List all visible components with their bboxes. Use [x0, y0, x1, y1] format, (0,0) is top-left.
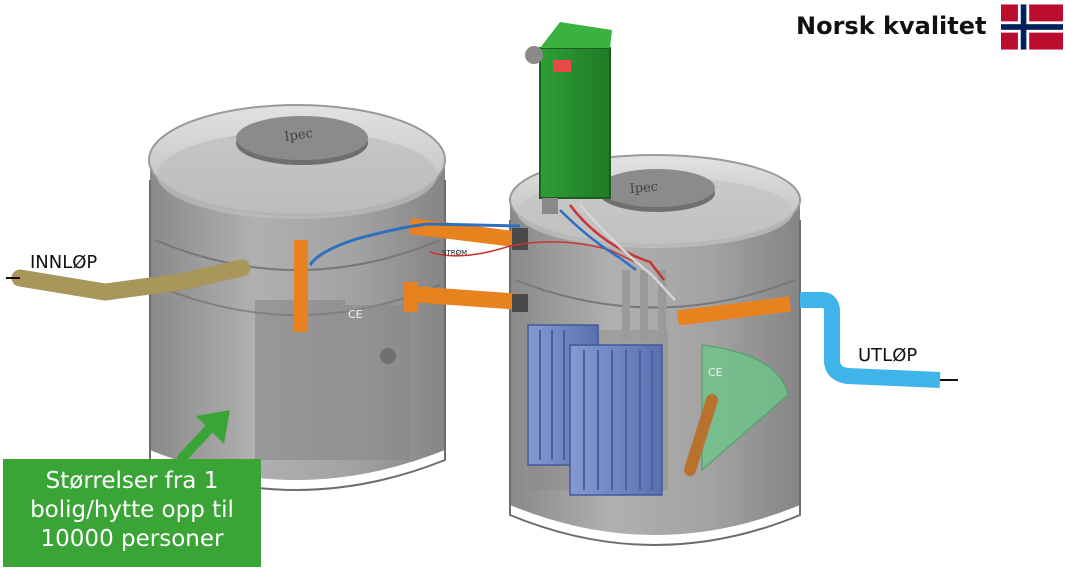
transfer-pipes: [404, 218, 791, 326]
settling-cone: [701, 344, 789, 472]
quality-label: Norsk kvalitet: [796, 12, 987, 40]
callout-line: Størrelser fra 1: [45, 468, 219, 494]
green-arrow-icon: [177, 410, 230, 463]
outlet-pipe: [800, 292, 958, 388]
inlet-pipe: [6, 259, 251, 301]
power-cable-label: STRØM: [442, 249, 467, 257]
control-box: [525, 22, 612, 214]
ce-mark-left: CE: [348, 308, 363, 321]
sludge-return-pipe: [684, 394, 718, 476]
air-lift-risers: [622, 270, 666, 340]
outlet-label: UTLØP: [858, 345, 918, 366]
primary-tank: [148, 104, 446, 491]
size-callout: Størrelser fra 1 bolig/hytte opp til 100…: [3, 459, 261, 567]
callout-line: bolig/hytte opp til: [30, 497, 234, 523]
ce-mark-right: CE: [708, 366, 723, 379]
callout-line: 10000 personer: [40, 526, 224, 552]
norwegian-flag-icon: [1001, 4, 1063, 50]
lid-logo-right: Ipec: [629, 180, 659, 197]
cables: [308, 204, 676, 301]
inlet-label: INNLØP: [30, 252, 98, 273]
lid-logo-left: Ipec: [283, 126, 313, 145]
biofilm-media: [527, 324, 663, 496]
